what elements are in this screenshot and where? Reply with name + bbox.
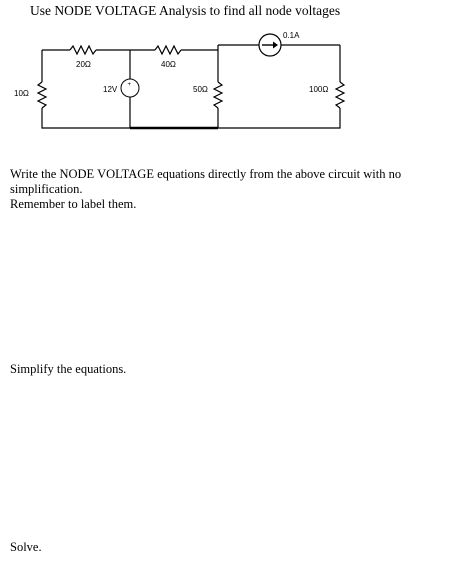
- voltage-source-icon: [120, 78, 140, 98]
- vsource-plus: +: [128, 82, 132, 88]
- question-1: Write the NODE VOLTAGE equations directl…: [10, 167, 468, 212]
- current-source-label: 0.1A: [283, 31, 300, 40]
- resistor-20-symbol: [69, 44, 97, 56]
- wire-left-bottom: [41, 108, 130, 129]
- question-2: Simplify the equations.: [10, 362, 127, 376]
- resistor-40-symbol: [154, 44, 182, 56]
- question-1-line-2: Remember to label them.: [10, 197, 137, 211]
- resistor-50-label: 50Ω: [193, 85, 208, 94]
- resistor-10-label: 10Ω: [14, 89, 29, 98]
- circuit-diagram: + 20Ω 40Ω 10Ω 12V 50Ω 100Ω 0.1A: [14, 31, 346, 130]
- resistor-100-symbol: [334, 81, 346, 109]
- wire-100-bottom: [218, 108, 341, 129]
- question-3: Solve.: [10, 540, 42, 554]
- resistor-10-symbol: [36, 81, 48, 109]
- page-title: Use NODE VOLTAGE Analysis to find all no…: [30, 3, 341, 18]
- resistor-50-symbol: [212, 81, 224, 109]
- resistor-40-label: 40Ω: [161, 60, 176, 69]
- resistor-20-label: 20Ω: [76, 60, 91, 69]
- resistor-100-label: 100Ω: [309, 85, 328, 94]
- question-1-line-1: Write the NODE VOLTAGE equations directl…: [10, 167, 402, 196]
- voltage-source-label: 12V: [103, 85, 118, 94]
